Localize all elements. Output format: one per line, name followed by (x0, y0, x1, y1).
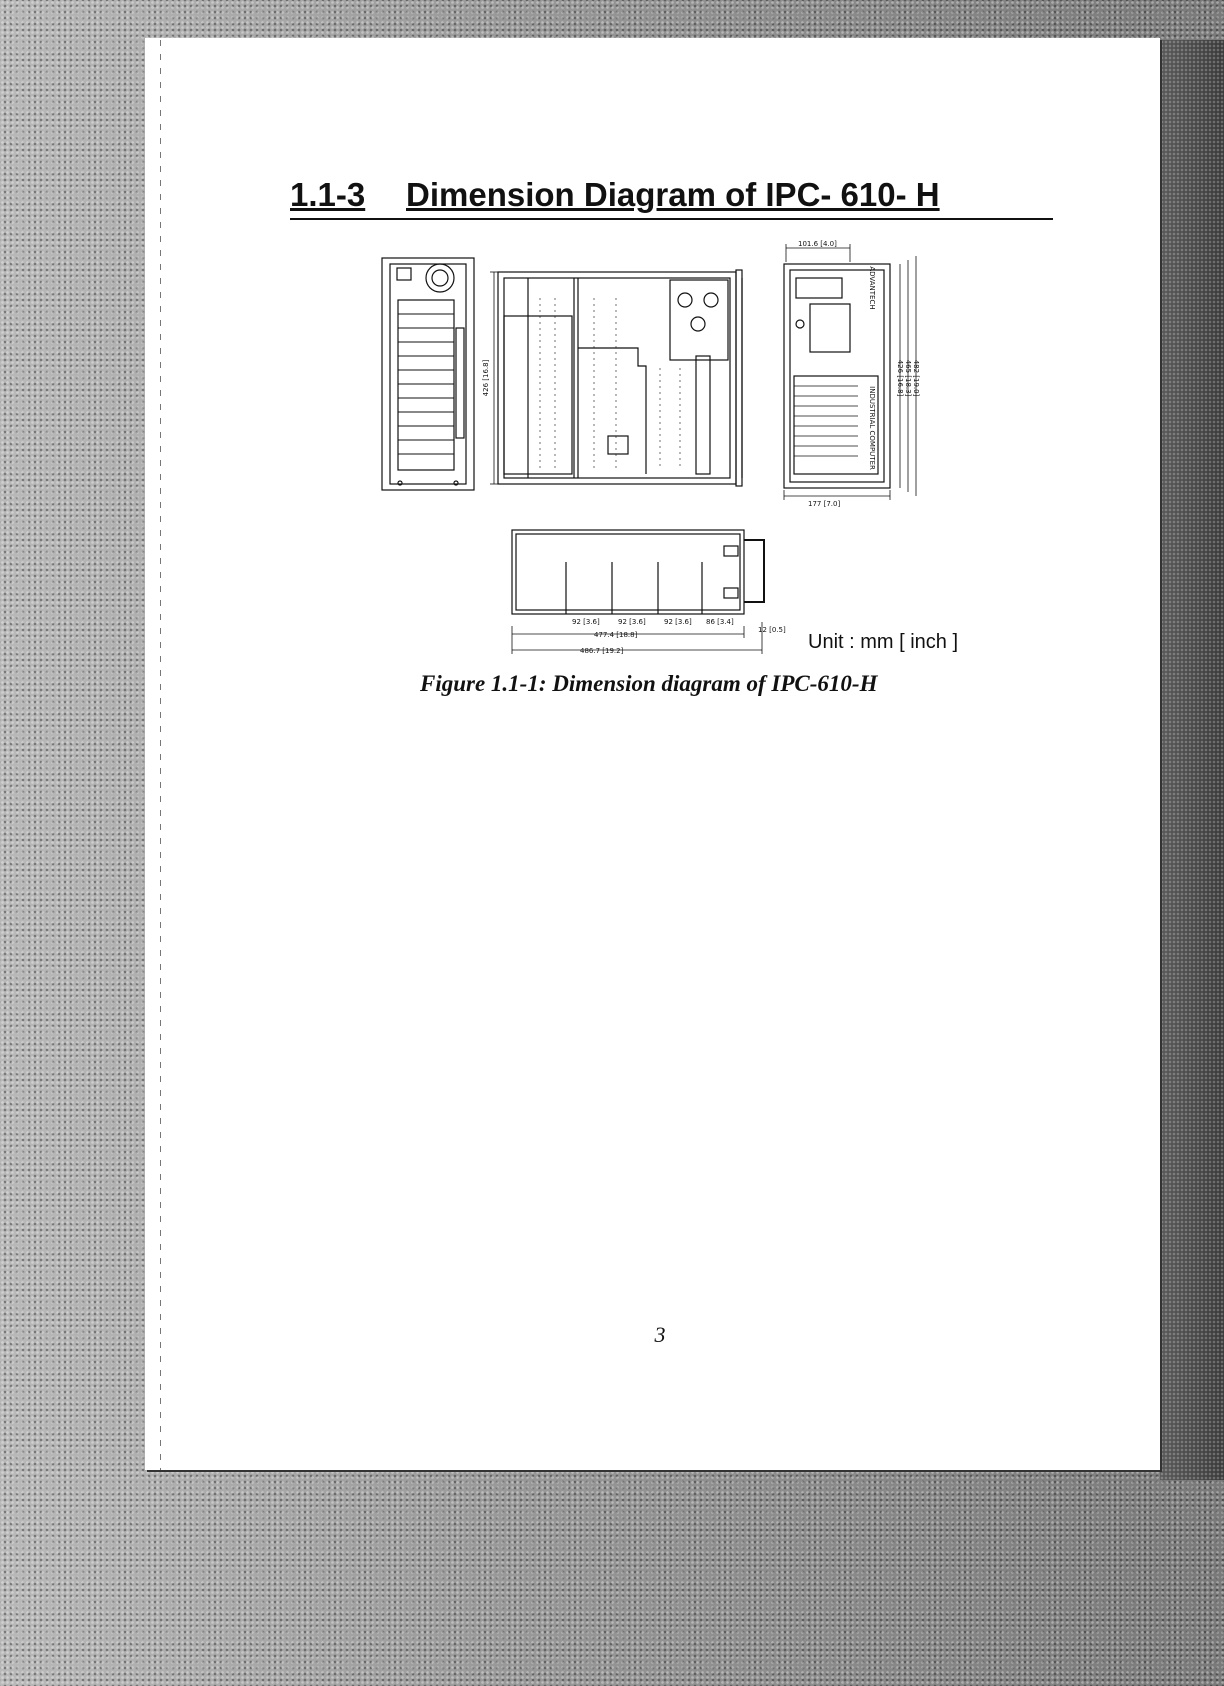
dim-front-height-2: 465 [18.3] (904, 360, 912, 397)
dimension-drawing: 101.6 [4.0] 426 [16.8] 426 [16.8] 465 [1… (380, 238, 980, 658)
dim-top-depth: 101.6 [4.0] (798, 240, 837, 248)
side-view-drawing (512, 530, 764, 654)
section-title: Dimension Diagram of IPC- 610- H (406, 176, 940, 213)
dim-length-outer: 486.7 [19.2] (580, 647, 624, 655)
page-number: 3 (650, 1322, 670, 1350)
dim-front-height-3: 482 [19.0] (912, 360, 920, 397)
binding-margin-line (160, 40, 161, 1470)
dim-bay-2: 92 [3.6] (618, 618, 646, 626)
dim-bay-3: 92 [3.6] (664, 618, 692, 626)
front-brand-label: ADVANTECH (868, 266, 876, 309)
dim-front-width: 177 [7.0] (808, 500, 840, 508)
dimension-figure: 101.6 [4.0] 426 [16.8] 426 [16.8] 465 [1… (380, 238, 980, 658)
rear-view-drawing (382, 258, 474, 490)
dim-bay-1: 92 [3.6] (572, 618, 600, 626)
dim-handle: 12 [0.5] (758, 626, 786, 634)
dim-front-height-1: 426 [16.8] (896, 360, 904, 397)
top-view-drawing (490, 270, 742, 486)
dim-side-height: 426 [16.8] (482, 359, 490, 396)
scan-edge-shadow (1160, 40, 1224, 1480)
dim-length-inner: 477.4 [18.8] (594, 631, 638, 639)
unit-label: Unit : mm [ inch ] (808, 631, 998, 657)
section-number: 1.1-3 (290, 172, 406, 218)
front-panel-label: INDUSTRIAL COMPUTER (868, 386, 876, 470)
dim-bay-4: 86 [3.4] (706, 618, 734, 626)
figure-caption: Figure 1.1-1: Dimension diagram of IPC-6… (420, 671, 980, 701)
